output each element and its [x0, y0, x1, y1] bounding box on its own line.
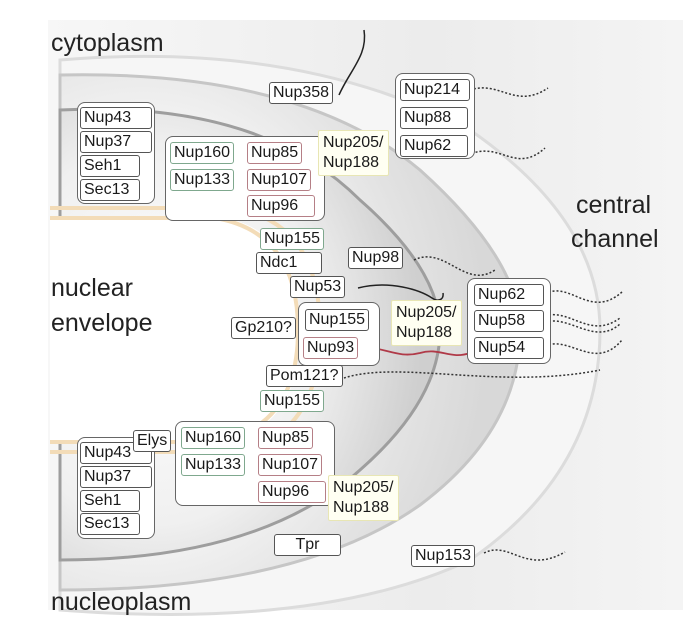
nuc-nup188-label: Nup188: [333, 499, 390, 516]
gp210-box: Gp210?: [231, 317, 296, 339]
cyto-nup205-label: Nup205/: [323, 134, 384, 151]
cyto-nup205-188-box: Nup205/ Nup188: [318, 130, 389, 176]
cyto-nup62-box: Nup62: [400, 135, 468, 157]
nup53-box: Nup53: [290, 276, 346, 298]
cytoplasm-label: cytoplasm: [51, 29, 164, 57]
nucleoplasm-label: nucleoplasm: [51, 588, 192, 616]
elys-box: Elys: [133, 430, 172, 452]
nup98-box: Nup98: [348, 247, 404, 269]
inner-nup155-box: Nup155: [305, 309, 370, 331]
cyto-nup160-box: Nup160: [170, 142, 235, 164]
left-margin: [0, 0, 48, 622]
nup214-box: Nup214: [400, 79, 470, 101]
tpr-box: Tpr: [274, 534, 341, 556]
cyto-nup107-box: Nup107: [247, 169, 312, 191]
nuc-sec13-box: Sec13: [80, 513, 140, 535]
nuc-nup37-box: Nup37: [80, 466, 152, 488]
nuc-nup205-188-box: Nup205/ Nup188: [328, 475, 399, 521]
nup358-box: Nup358: [269, 82, 334, 104]
nuc-nup43-box: Nup43: [80, 442, 152, 464]
nup155-bottom-box: Nup155: [260, 390, 325, 412]
central-channel-label-line2: channel: [571, 225, 659, 253]
cyto-nup85-box: Nup85: [247, 142, 303, 164]
nup58-box: Nup58: [474, 310, 544, 332]
central-nup62-box: Nup62: [474, 284, 544, 306]
nup93-box: Nup93: [303, 337, 359, 359]
cyto-nup96-box: Nup96: [247, 195, 315, 217]
nuc-nup85-box: Nup85: [258, 427, 314, 449]
ndc1-box: Ndc1: [256, 252, 322, 274]
cyto-nup133-box: Nup133: [170, 169, 235, 191]
pom121-box: Pom121?: [266, 365, 343, 387]
nup153-box: Nup153: [411, 545, 476, 567]
cyto-nup43-box: Nup43: [80, 107, 152, 129]
nuclear-envelope-label-line2: envelope: [51, 309, 153, 337]
nuc-nup205-label: Nup205/: [333, 479, 394, 496]
nuc-nup96-box: Nup96: [258, 481, 326, 503]
nup54-box: Nup54: [474, 337, 544, 359]
inner-nup205-label: Nup205/: [396, 304, 457, 321]
nuclear-envelope-label-line1: nuclear: [51, 274, 133, 302]
cyto-sec13-box: Sec13: [80, 179, 140, 201]
inner-nup188-label: Nup188: [396, 324, 453, 341]
cyto-nup37-box: Nup37: [80, 131, 152, 153]
nuc-nup107-box: Nup107: [258, 454, 323, 476]
nuc-seh1-box: Seh1: [80, 490, 140, 512]
nuclear-envelope-lumen: [50, 217, 300, 443]
nup155-top-box: Nup155: [260, 228, 325, 250]
cyto-seh1-box: Seh1: [80, 155, 140, 177]
central-channel-label-line1: central: [576, 191, 652, 219]
nuc-nup160-box: Nup160: [181, 427, 246, 449]
inner-nup205-188-box: Nup205/ Nup188: [391, 300, 462, 346]
nuc-nup133-box: Nup133: [181, 454, 246, 476]
cyto-nup188-label: Nup188: [323, 154, 380, 171]
cyto-nup88-box: Nup88: [400, 107, 468, 129]
